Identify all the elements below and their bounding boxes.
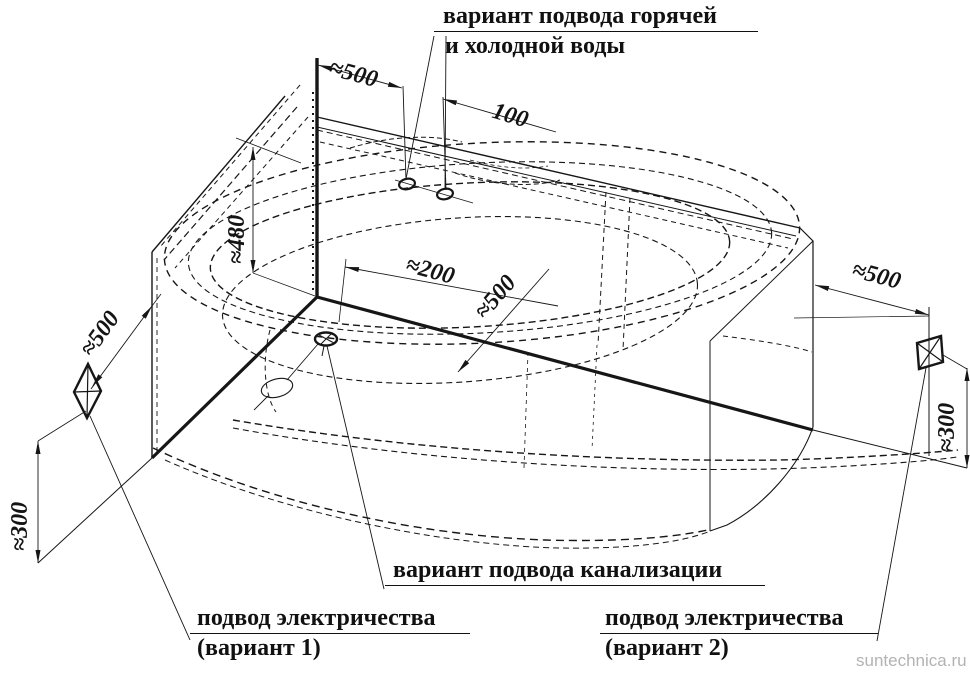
- dim-left-outlet-height-300: ≈300: [7, 410, 87, 563]
- electrical-outlet-symbol-left: [72, 361, 103, 421]
- dim-label-200: ≈200: [403, 252, 457, 290]
- label-water-supply-line1: вариант подвода горячей: [434, 2, 758, 32]
- dim-label-top-500: ≈500: [326, 55, 380, 93]
- dim-label-mid-500: ≈500: [470, 270, 522, 324]
- label-electric1-line1: подвод электричества: [190, 604, 470, 634]
- dim-rim-height-480: ≈480: [224, 137, 316, 297]
- watermark: suntechnica.ru: [856, 651, 967, 670]
- label-water-supply: вариант подвода горячей и холодной воды: [434, 2, 758, 61]
- leader-lines-labels: [89, 345, 927, 642]
- label-electric2-line1: подвод электричества: [600, 604, 878, 634]
- water-supply-leader-lines: [405, 35, 447, 189]
- drain-hole: [313, 331, 339, 357]
- electrical-outlet-symbol-right: [915, 334, 945, 371]
- label-electric1-line2: (вариант 1): [197, 635, 321, 661]
- dim-right-outlet-height-300: ≈300: [934, 354, 970, 468]
- dim-between-holes-100: 100: [442, 98, 557, 133]
- siphon-outline: [253, 343, 319, 411]
- label-water-supply-line2: и холодной воды: [445, 33, 626, 59]
- dim-top-wall-to-hole: ≈500: [317, 55, 403, 93]
- dim-right-wall-to-outlet-500: ≈500: [793, 257, 930, 456]
- water-supply-holes: [394, 85, 474, 204]
- dim-label-left-300: ≈300: [7, 502, 33, 551]
- label-sewer: вариант подвода канализации: [385, 556, 765, 586]
- dim-label-right-300: ≈300: [934, 403, 960, 452]
- label-electric-variant1: подвод электричества (вариант 1): [190, 604, 470, 663]
- label-sewer-text: вариант подвода канализации: [385, 556, 765, 586]
- bathtub-outline: [151, 95, 814, 532]
- dim-label-right-500: ≈500: [849, 257, 903, 295]
- bathtub-hidden-lines: [152, 84, 959, 549]
- dim-label-100: 100: [489, 98, 531, 133]
- dim-label-480: ≈480: [224, 215, 250, 264]
- label-electric2-line2: (вариант 2): [605, 635, 729, 661]
- label-electric-variant2: подвод электричества (вариант 2): [600, 604, 878, 663]
- wall-corner-lines: [37, 58, 968, 564]
